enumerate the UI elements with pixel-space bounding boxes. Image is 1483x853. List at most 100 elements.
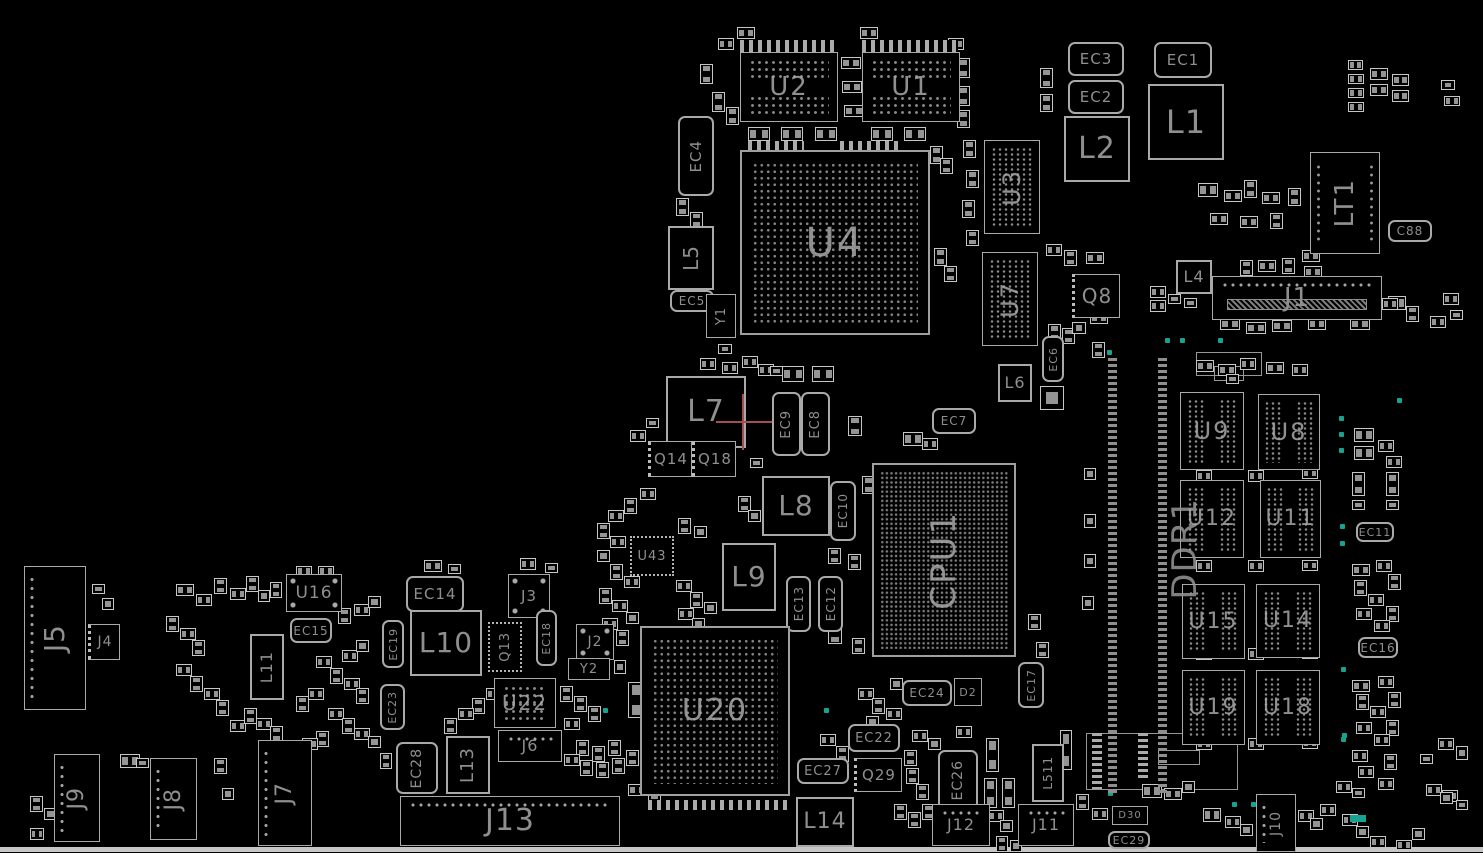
passive-component[interactable] [448, 564, 461, 574]
passive-component[interactable] [614, 660, 626, 674]
passive-component[interactable] [330, 668, 343, 684]
passive-component[interactable] [1440, 792, 1453, 804]
passive-component[interactable] [828, 548, 841, 564]
passive-component[interactable] [904, 127, 926, 141]
passive-component[interactable] [580, 760, 593, 776]
component-j1[interactable]: J1 [1212, 276, 1382, 320]
passive-component[interactable] [956, 726, 972, 738]
passive-component[interactable] [1384, 754, 1397, 770]
passive-component[interactable] [957, 86, 970, 106]
passive-component[interactable] [1282, 258, 1295, 274]
passive-component[interactable] [1352, 564, 1370, 576]
passive-component[interactable] [608, 740, 621, 756]
component-u14[interactable]: U14 [1256, 584, 1320, 658]
passive-component[interactable] [841, 57, 861, 69]
component-l511[interactable]: L511 [1032, 744, 1064, 802]
passive-component[interactable] [612, 758, 625, 774]
component-l8[interactable]: L8 [762, 476, 830, 536]
passive-component[interactable] [815, 127, 837, 141]
passive-component[interactable] [1348, 88, 1364, 98]
passive-component[interactable] [718, 38, 734, 50]
passive-component[interactable] [930, 146, 943, 164]
passive-component[interactable] [564, 754, 580, 766]
passive-component[interactable] [1456, 800, 1468, 810]
passive-component[interactable] [296, 696, 309, 712]
passive-component[interactable] [812, 366, 834, 382]
passive-component[interactable] [1352, 680, 1370, 692]
passive-component[interactable] [842, 81, 862, 93]
passive-component[interactable] [676, 580, 692, 592]
component-l6[interactable]: L6 [998, 364, 1032, 402]
passive-component[interactable] [424, 560, 442, 572]
component-q8[interactable]: Q8 [1072, 274, 1120, 318]
component-l2[interactable]: L2 [1064, 116, 1130, 182]
passive-component[interactable] [1240, 358, 1256, 370]
passive-component[interactable] [1084, 468, 1096, 480]
passive-component[interactable] [737, 27, 755, 39]
passive-component[interactable] [1386, 606, 1399, 622]
component-l9[interactable]: L9 [722, 543, 776, 611]
passive-component[interactable] [1168, 294, 1181, 304]
passive-component[interactable] [192, 640, 205, 656]
passive-component[interactable] [1240, 260, 1253, 276]
passive-component[interactable] [1210, 213, 1228, 225]
passive-component[interactable] [646, 418, 659, 428]
passive-component[interactable] [690, 592, 703, 608]
passive-component[interactable] [1406, 306, 1419, 322]
passive-component[interactable] [599, 588, 612, 604]
component-ec8[interactable]: EC8 [801, 392, 830, 456]
passive-component[interactable] [781, 127, 803, 141]
passive-component[interactable] [354, 728, 370, 740]
component-ec10[interactable]: EC10 [830, 481, 856, 541]
passive-component[interactable] [962, 200, 975, 218]
passive-component[interactable] [1225, 816, 1241, 828]
passive-component[interactable] [92, 584, 105, 594]
component-ec1[interactable]: EC1 [1154, 42, 1212, 78]
passive-component[interactable] [1352, 788, 1365, 798]
passive-component[interactable] [782, 366, 804, 382]
passive-component[interactable] [1386, 720, 1399, 736]
passive-component[interactable] [338, 608, 351, 624]
component-u4[interactable]: U4 [740, 150, 930, 335]
passive-component[interactable] [1196, 360, 1214, 372]
passive-component[interactable] [588, 706, 601, 722]
component-q18[interactable]: Q18 [692, 441, 736, 477]
passive-component[interactable] [922, 438, 938, 450]
passive-component[interactable] [1138, 733, 1148, 781]
passive-component[interactable] [1386, 472, 1399, 496]
component-l4[interactable]: L4 [1176, 260, 1212, 294]
passive-component[interactable] [196, 594, 212, 606]
component-d30[interactable]: D30 [1112, 806, 1148, 825]
passive-component[interactable] [944, 266, 957, 282]
passive-component[interactable] [1196, 560, 1212, 572]
passive-component[interactable] [1036, 642, 1049, 658]
component-j6[interactable]: J6 [498, 730, 562, 762]
component-l1[interactable]: L1 [1148, 84, 1224, 160]
passive-component[interactable] [1248, 560, 1264, 572]
passive-component[interactable] [102, 598, 114, 610]
component-ec23[interactable]: EC23 [380, 684, 405, 730]
passive-component[interactable] [1426, 784, 1442, 796]
component-ec26[interactable]: EC26 [938, 750, 978, 810]
passive-component[interactable] [1320, 804, 1336, 816]
component-l13[interactable]: L13 [446, 736, 490, 794]
passive-component[interactable] [1198, 183, 1218, 197]
passive-component[interactable] [1370, 706, 1386, 718]
passive-component[interactable] [988, 810, 1004, 822]
passive-component[interactable] [1370, 84, 1388, 96]
passive-component[interactable] [1028, 614, 1041, 630]
passive-component[interactable] [1092, 342, 1105, 358]
passive-component[interactable] [678, 518, 691, 534]
passive-component[interactable] [963, 140, 976, 158]
component-u12[interactable]: U12 [1180, 480, 1244, 558]
passive-component[interactable] [230, 588, 246, 600]
passive-component[interactable] [368, 736, 381, 748]
passive-component[interactable] [986, 738, 999, 772]
passive-component[interactable] [872, 698, 885, 714]
passive-component[interactable] [718, 344, 732, 354]
passive-component[interactable] [214, 578, 227, 594]
passive-component[interactable] [1244, 180, 1257, 198]
passive-component[interactable] [576, 740, 589, 756]
passive-component[interactable] [472, 698, 485, 714]
passive-component[interactable] [1092, 808, 1108, 820]
